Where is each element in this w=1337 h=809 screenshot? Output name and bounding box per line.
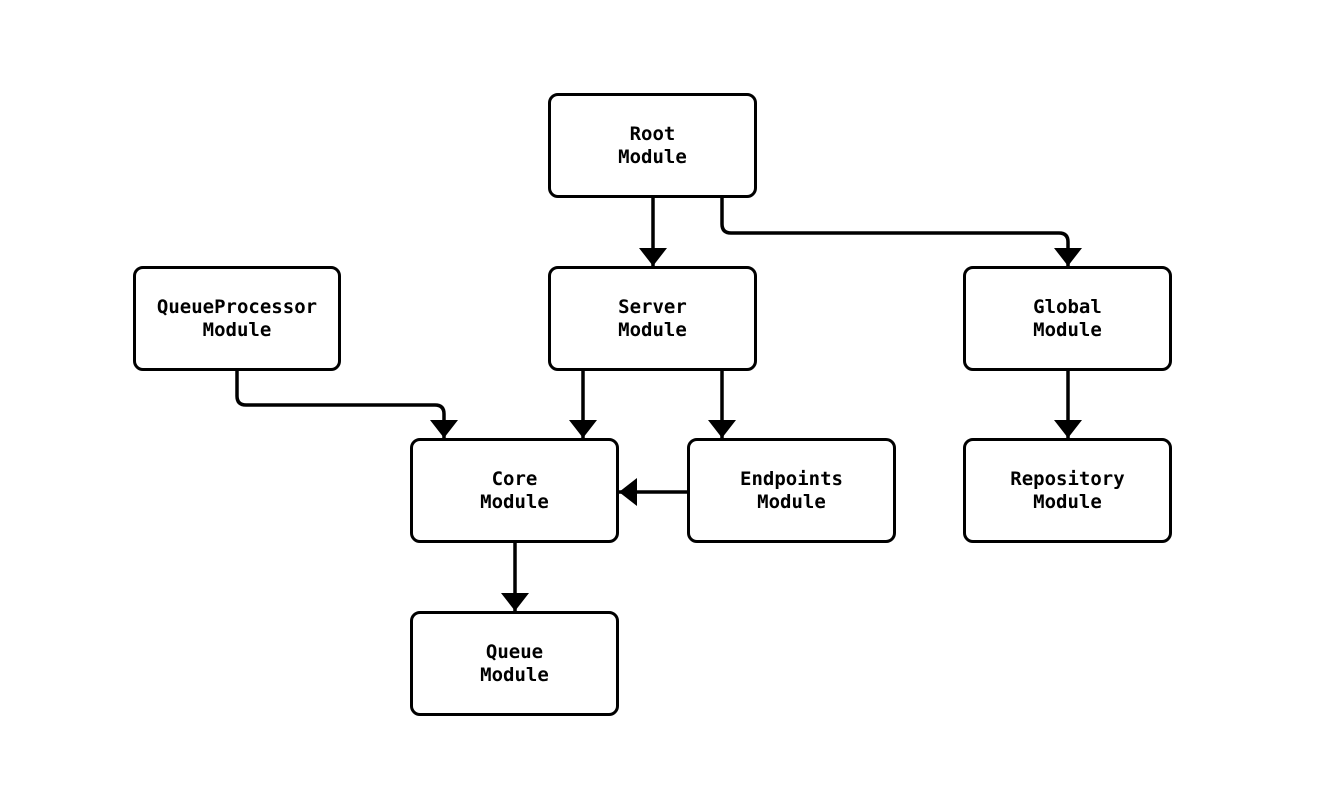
edges-group bbox=[235, 198, 1082, 611]
node-global-label-line: Global bbox=[1033, 295, 1102, 318]
node-server-label-line: Module bbox=[618, 318, 687, 341]
node-queue-label-line: Queue bbox=[485, 640, 544, 663]
node-endpoints-label-line: Module bbox=[757, 490, 826, 513]
node-root-label-line: Root bbox=[629, 122, 676, 145]
edge-queueprocessor-to-core bbox=[235, 371, 458, 438]
node-root-label-line: Module bbox=[618, 145, 687, 168]
node-queue-label-line: Module bbox=[480, 663, 549, 686]
node-queueprocessor-label-line: QueueProcessor bbox=[156, 295, 318, 318]
node-queueprocessor-label-line: Module bbox=[202, 318, 272, 341]
node-core-label-line: Module bbox=[480, 490, 549, 513]
node-server-label-line: Server bbox=[618, 295, 687, 318]
node-repository-label-line: Module bbox=[1033, 490, 1102, 513]
node-core-label-line: Core bbox=[491, 467, 538, 490]
node-endpoints-label-line: Endpoints bbox=[740, 467, 843, 490]
edge-root-to-global bbox=[720, 198, 1082, 266]
node-global-label-line: Module bbox=[1033, 318, 1102, 341]
node-repository-label-line: Repository bbox=[1010, 467, 1125, 490]
